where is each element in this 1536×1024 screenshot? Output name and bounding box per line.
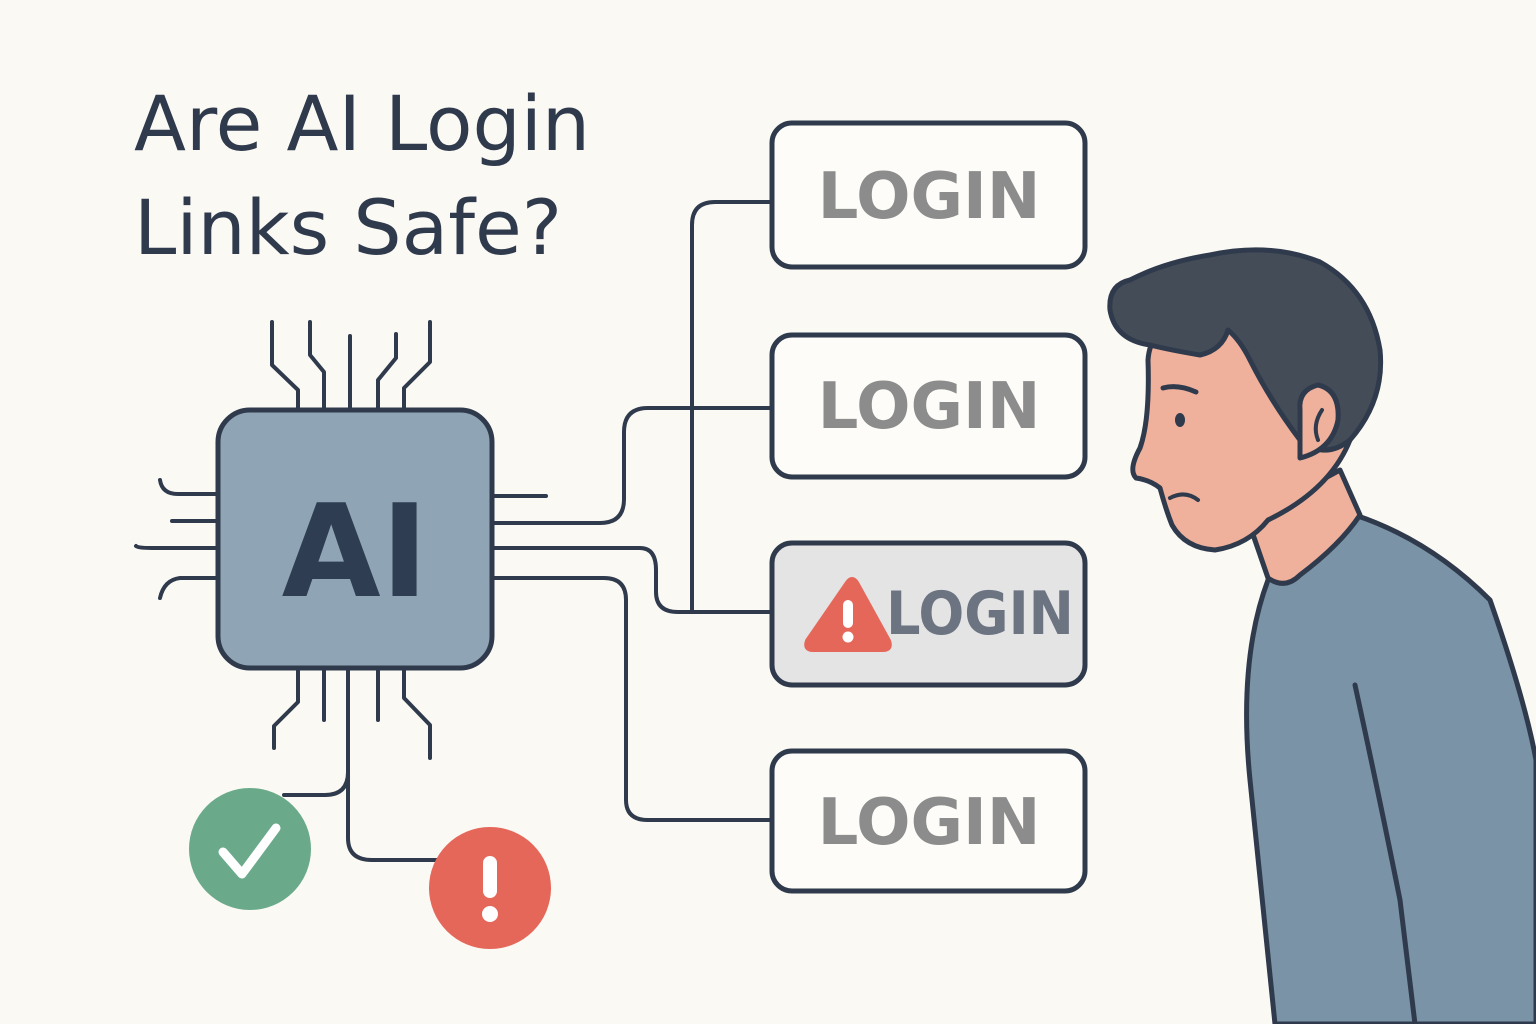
safe-status [189,788,311,910]
person-arm-line [1352,682,1418,1024]
danger-status [429,827,551,949]
page-title: Are AI Login Links Safe? [134,72,590,280]
warning-mark-dot [842,631,854,643]
warning-mark [843,600,853,628]
person-neck [1245,467,1363,586]
wire-to-safe-status [282,666,350,797]
chip-pins [134,320,548,760]
login-button-1[interactable]: LOGIN [769,120,1088,270]
login-button-1-label: LOGIN [818,160,1041,234]
wire-to-login-3 [490,546,774,614]
login-button-3-label: LOGIN [886,579,1074,649]
wire-to-login-1 [690,200,774,614]
ai-chip: AI [215,407,495,671]
safe-status-circle [189,788,311,910]
person-mouth [1168,492,1200,502]
login-button-2[interactable]: LOGIN [769,332,1088,480]
title-line-2: Links Safe? [134,183,563,272]
connection-wires [282,200,774,862]
person-eyebrow [1160,384,1199,395]
title-line-1: Are AI Login [134,79,591,168]
person-ear [1297,382,1341,461]
wire-to-login-4 [490,576,774,822]
wire-to-login-2 [490,406,774,525]
worried-person [1107,247,1536,1024]
ai-chip-label: AI [282,478,429,627]
person-torso [1244,512,1536,1024]
login-button-4[interactable]: LOGIN [769,748,1088,894]
login-button-2-label: LOGIN [818,370,1041,444]
ai-chip-body [215,407,495,671]
person-eye [1175,413,1185,427]
login-button-4-label: LOGIN [818,786,1041,860]
exclamation-dot [482,906,498,922]
person-ear-inner [1313,408,1324,442]
exclamation-icon [483,856,497,898]
wire-to-danger-status [346,770,440,862]
login-button-3-warning[interactable]: LOGIN [769,540,1088,688]
check-icon [218,823,281,879]
